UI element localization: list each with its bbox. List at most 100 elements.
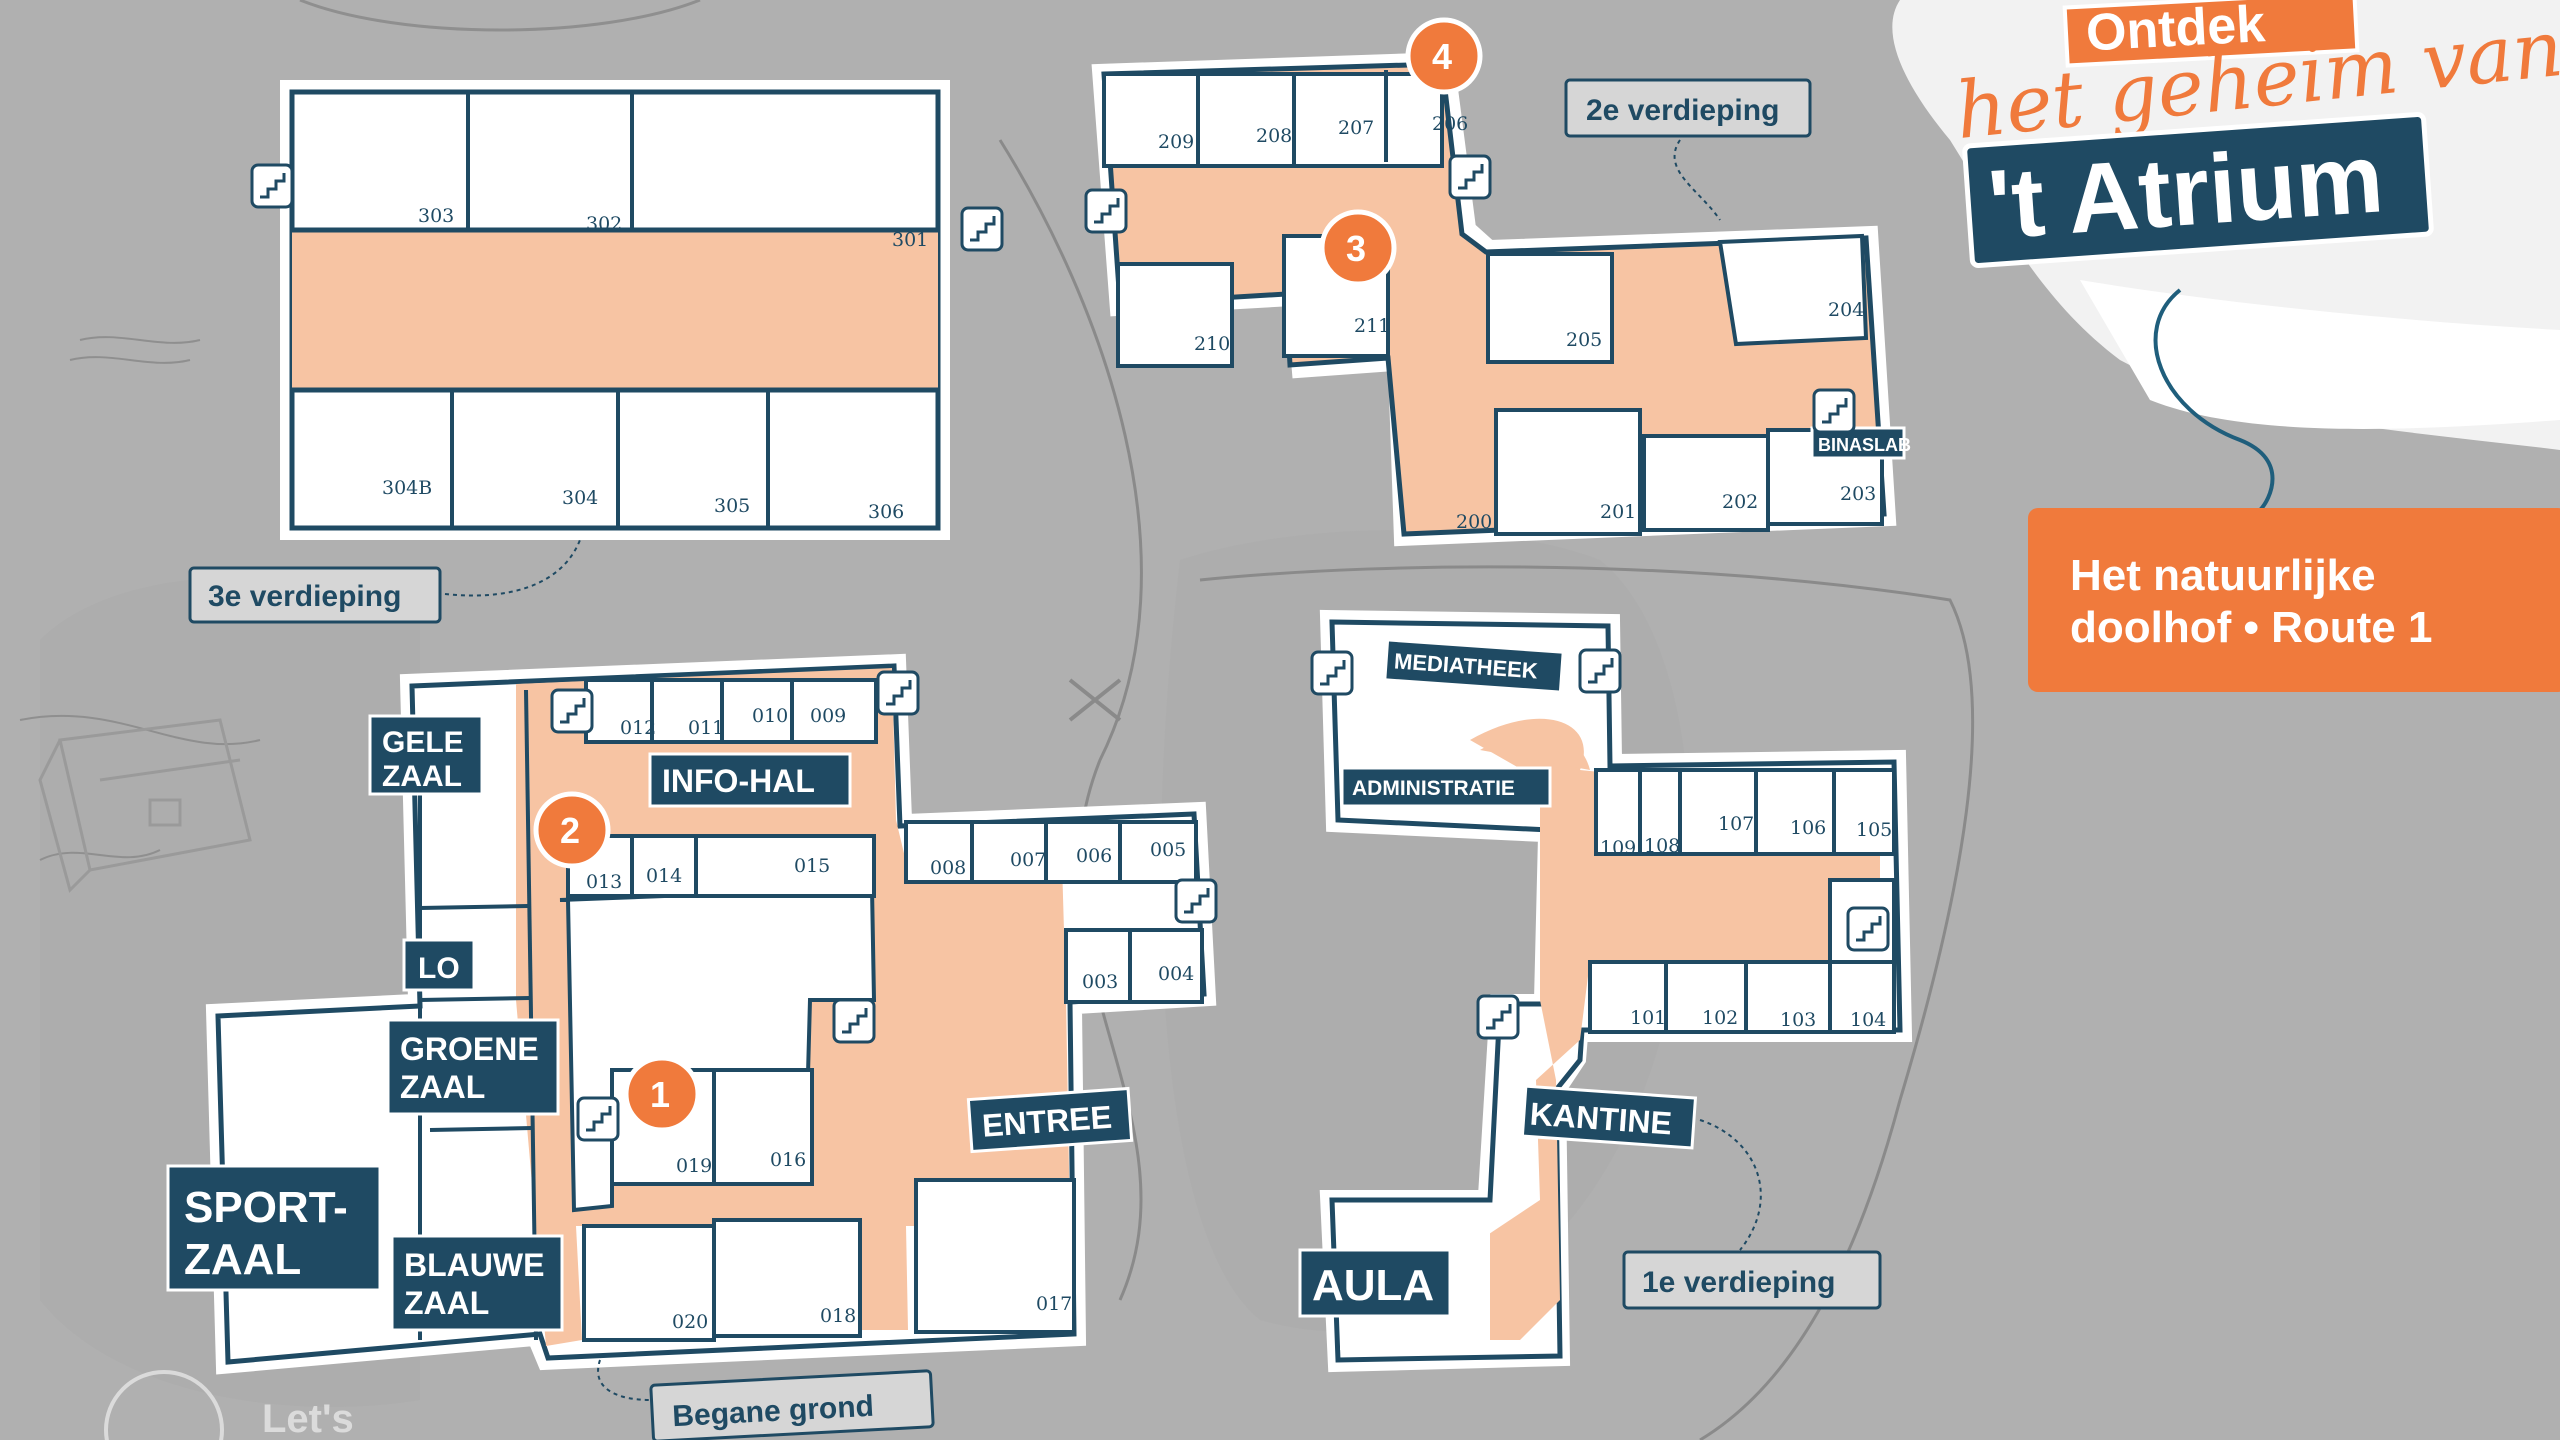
kantine-label: KANTINE [1520, 1084, 1698, 1150]
stairs-icon [250, 163, 294, 209]
svg-text:INFO-HAL: INFO-HAL [662, 763, 815, 799]
svg-text:Let's: Let's [262, 1397, 354, 1440]
third-floor: 303 302 301 304B 304 305 306 [250, 80, 1004, 540]
room-201: 201 [1600, 501, 1636, 523]
svg-text:BINASLAB: BINASLAB [1818, 435, 1911, 455]
room-200: 200 [1456, 511, 1492, 533]
room-104: 104 [1850, 1009, 1886, 1031]
second-floor: 209 208 207 206 210 211 205 204 200 201 … [1084, 51, 1911, 547]
room-102: 102 [1702, 1007, 1738, 1029]
room-304: 304 [562, 487, 598, 509]
stairs-icon [1084, 188, 1128, 234]
room-108: 108 [1644, 835, 1680, 857]
room-109: 109 [1600, 837, 1636, 859]
svg-text:doolhof • Route 1: doolhof • Route 1 [2070, 603, 2432, 652]
treasure-chest-sketch [38, 718, 252, 893]
svg-text:Ontdek: Ontdek [2085, 0, 2267, 62]
route-marker-3: 3 [1319, 209, 1397, 287]
ground-floor: 012 011 010 009 013 014 015 008 007 006 … [166, 653, 1218, 1375]
svg-text:BLAUWE: BLAUWE [404, 1247, 544, 1283]
route-marker-4: 4 [1405, 17, 1483, 95]
room-015: 015 [794, 855, 830, 877]
route-banner: Het natuurlijke doolhof • Route 1 [2028, 508, 2560, 692]
stairs-icon [1476, 994, 1520, 1040]
binaslab-label: BINASLAB [1810, 426, 1911, 460]
room-010: 010 [752, 705, 788, 727]
room-305: 305 [714, 495, 750, 517]
svg-text:ZAAL: ZAAL [400, 1069, 485, 1105]
room-013: 013 [586, 871, 622, 893]
stairs-icon [832, 998, 876, 1044]
room-303: 303 [418, 205, 454, 227]
svg-text:4: 4 [1432, 36, 1452, 77]
floor-label-third: 3e verdieping [188, 539, 581, 624]
stairs-icon [550, 688, 594, 734]
room-008: 008 [930, 857, 966, 879]
administratie-label: ADMINISTRATIE [1340, 766, 1552, 808]
room-304b: 304B [382, 477, 432, 499]
room-202: 202 [1722, 491, 1758, 513]
room-302: 302 [586, 213, 622, 235]
room-208: 208 [1256, 125, 1292, 147]
svg-text:GELE: GELE [382, 726, 464, 759]
svg-text:ADMINISTRATIE: ADMINISTRATIE [1352, 777, 1515, 800]
svg-text:2e verdieping: 2e verdieping [1586, 94, 1779, 127]
room-204: 204 [1828, 299, 1864, 321]
stairs-icon [1812, 388, 1856, 434]
svg-text:ZAAL: ZAAL [184, 1235, 301, 1284]
svg-text:2: 2 [560, 810, 580, 851]
svg-text:ZAAL: ZAAL [382, 760, 462, 793]
gele-zaal-label: GELE ZAAL [368, 714, 484, 796]
first-floor: 109 108 107 106 105 101 102 103 104 MEDI… [1298, 609, 1913, 1373]
room-018: 018 [820, 1305, 856, 1327]
room-211: 211 [1354, 315, 1390, 337]
svg-text:3e verdieping: 3e verdieping [208, 580, 401, 613]
room-007: 007 [1010, 849, 1046, 871]
stairs-icon [1310, 650, 1354, 696]
room-301: 301 [892, 229, 928, 251]
room-207: 207 [1338, 117, 1374, 139]
stairs-icon [1846, 906, 1890, 952]
title-block: Ontdek het geheim van 't Atrium [1952, 0, 2560, 268]
entree-label: ENTREE [966, 1086, 1134, 1154]
room-004: 004 [1158, 963, 1194, 985]
stairs-icon [960, 206, 1004, 252]
room-209: 209 [1158, 131, 1194, 153]
room-206: 206 [1432, 113, 1468, 135]
svg-text:SPORT-: SPORT- [184, 1183, 348, 1232]
stairs-icon [1174, 878, 1218, 924]
third-floor-corridor [292, 230, 938, 390]
room-103: 103 [1780, 1009, 1816, 1031]
room-101: 101 [1630, 1007, 1666, 1029]
svg-text:Het natuurlijke: Het natuurlijke [2070, 551, 2376, 600]
aula-label: AULA [1298, 1248, 1452, 1318]
stairs-icon [1578, 648, 1622, 694]
svg-text:LO: LO [418, 952, 460, 985]
groene-zaal-label: GROENE ZAAL [386, 1018, 560, 1116]
lo-label: LO [402, 938, 476, 992]
room-005: 005 [1150, 839, 1186, 861]
route-marker-1: 1 [623, 1055, 701, 1133]
room-019: 019 [676, 1155, 712, 1177]
room-105: 105 [1856, 819, 1892, 841]
stairs-icon [576, 1096, 620, 1142]
route-marker-2: 2 [533, 791, 611, 869]
room-107: 107 [1718, 813, 1754, 835]
room-017: 017 [1036, 1293, 1072, 1315]
room-012: 012 [620, 717, 656, 739]
room-009: 009 [810, 705, 846, 727]
blauwe-zaal-label: BLAUWE ZAAL [390, 1234, 564, 1332]
sportzaal-label: SPORT- ZAAL [166, 1164, 382, 1292]
info-hal-label: INFO-HAL [648, 752, 852, 808]
room-020: 020 [672, 1311, 708, 1333]
room-306: 306 [868, 501, 904, 523]
floor-label-ground: Begane grond [597, 1359, 935, 1440]
room-014: 014 [646, 865, 682, 887]
svg-text:GROENE: GROENE [400, 1031, 539, 1067]
room-003: 003 [1082, 971, 1118, 993]
room-205: 205 [1566, 329, 1602, 351]
room-006: 006 [1076, 845, 1112, 867]
floor-label-second: 2e verdieping [1564, 78, 1812, 221]
svg-text:ZAAL: ZAAL [404, 1285, 489, 1321]
